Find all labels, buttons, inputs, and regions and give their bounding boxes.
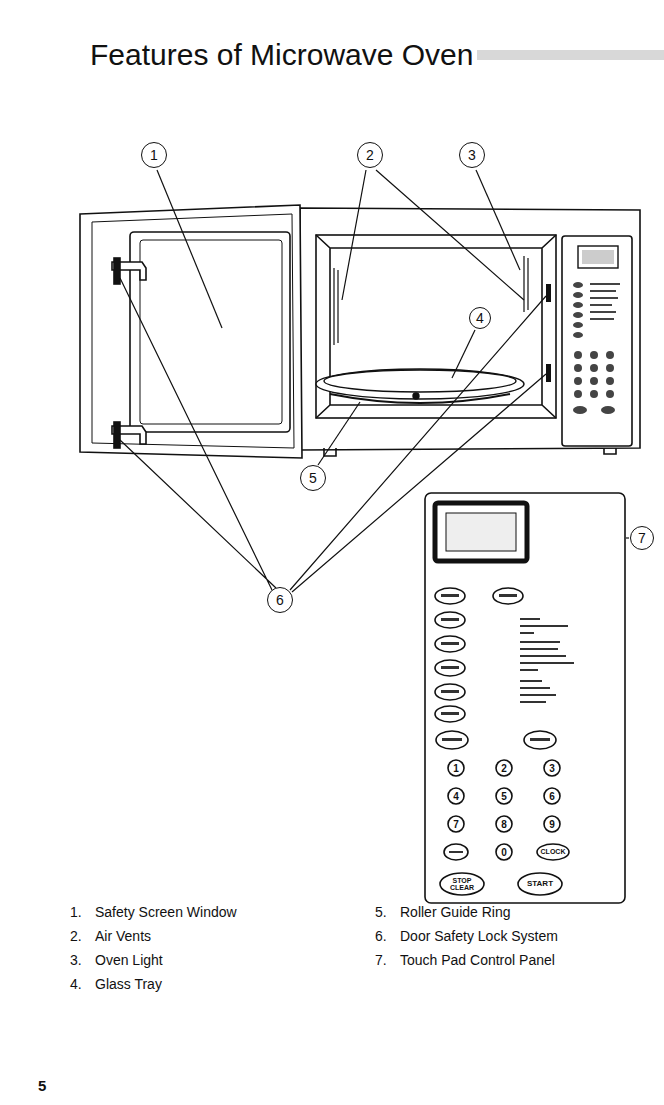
callout-circle: 4 (469, 307, 491, 329)
legend-number: 5. (375, 905, 387, 920)
part-name: Air Vents (95, 929, 151, 944)
panel-fine-print (441, 594, 574, 853)
part-name: Glass Tray (95, 977, 162, 992)
legend-number: 6. (375, 929, 387, 944)
callout-circle: 3 (459, 142, 485, 168)
callout-number: 7 (638, 531, 646, 545)
callout-number: 4 (476, 311, 484, 325)
part-name: Oven Light (95, 953, 163, 968)
key-digit: 6 (549, 791, 555, 802)
control-panel (425, 493, 625, 903)
air-vents (334, 256, 528, 345)
key-digit: 0 (501, 847, 507, 858)
page-number: 5 (38, 1078, 46, 1095)
key-digit: 9 (549, 819, 555, 830)
glass-tray (316, 369, 524, 403)
oven-door (80, 205, 302, 458)
key-digit: 7 (453, 819, 459, 830)
key-digit: 1 (453, 763, 459, 774)
key-digit: 4 (453, 791, 459, 802)
key-label: START (527, 880, 553, 889)
callout-number: 1 (150, 148, 158, 162)
callout-number: 2 (366, 148, 374, 162)
oven-body (300, 208, 640, 456)
part-name: Touch Pad Control Panel (400, 953, 555, 968)
part-name: Door Safety Lock System (400, 929, 558, 944)
key-label: STOP CLEAR (447, 877, 477, 891)
callout-circle: 2 (357, 142, 383, 168)
part-name: Safety Screen Window (95, 905, 237, 920)
page-title: Features of Microwave Oven (90, 38, 477, 71)
key-digit: 3 (549, 763, 555, 774)
legend-number: 4. (70, 977, 82, 992)
callout-number: 5 (309, 471, 317, 485)
lock-slots (546, 284, 551, 382)
callout-number: 3 (468, 148, 476, 162)
callout-circle: 7 (630, 526, 654, 550)
part-name: Roller Guide Ring (400, 905, 511, 920)
callout-number: 6 (276, 593, 284, 607)
small-panel-buttons (573, 282, 620, 414)
legend-number: 7. (375, 953, 387, 968)
callout-circle: 1 (141, 142, 167, 168)
callout-circle: 6 (267, 587, 293, 613)
key-label: CLOCK (541, 848, 566, 856)
callout-circle: 5 (300, 465, 326, 491)
legend-number: 2. (70, 929, 82, 944)
key-digit: 5 (501, 791, 507, 802)
legend-number: 3. (70, 953, 82, 968)
legend-number: 1. (70, 905, 82, 920)
key-digit: 8 (501, 819, 507, 830)
key-digit: 2 (501, 763, 507, 774)
